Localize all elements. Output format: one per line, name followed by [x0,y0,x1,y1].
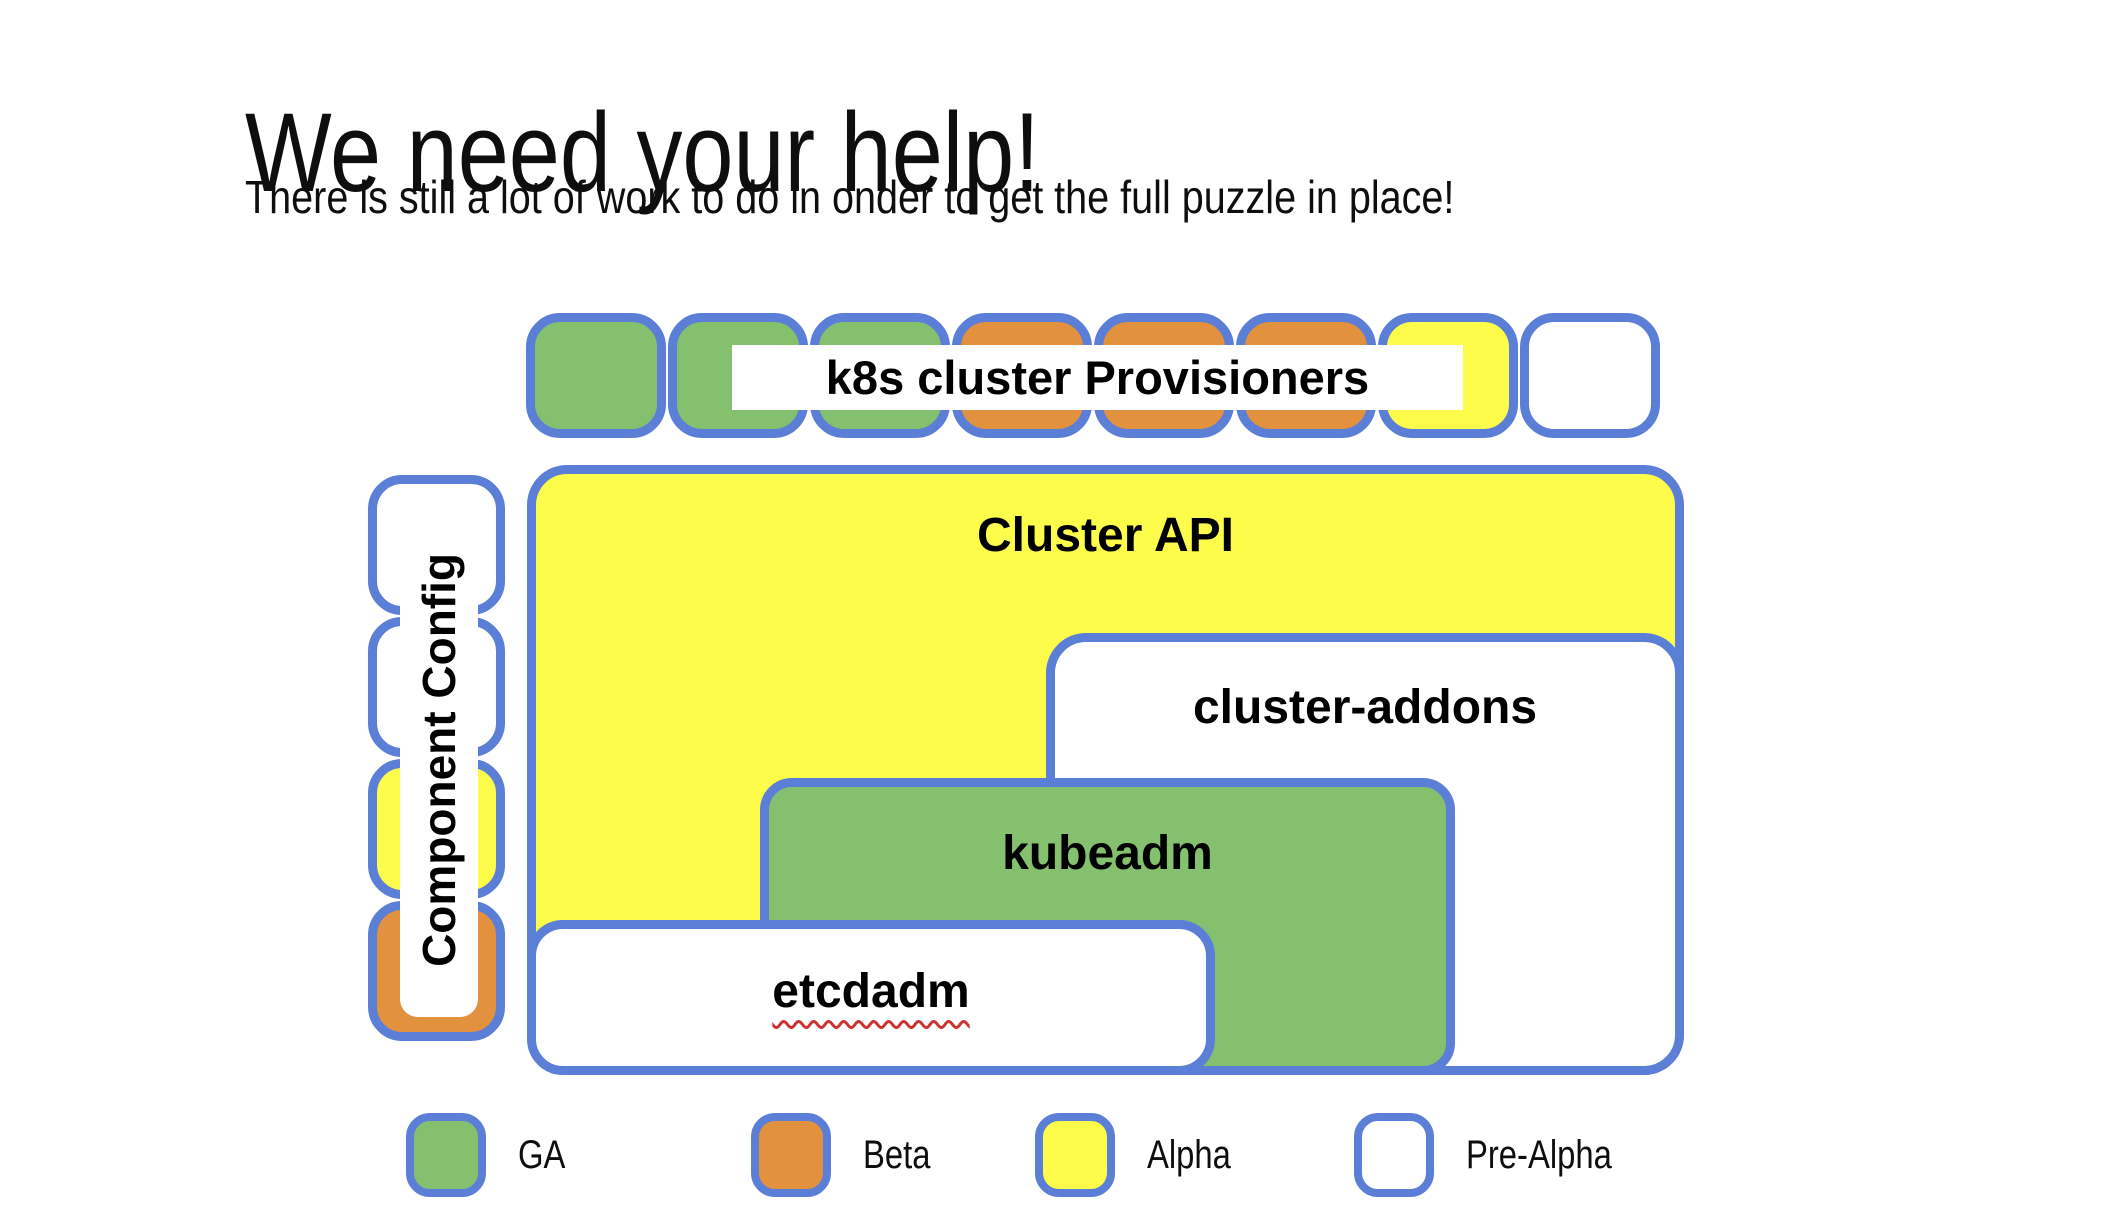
legend-item-alpha: Alpha [1035,1113,1249,1197]
provisioner-piece-pre-alpha [1520,313,1660,438]
page-title: We need your help! [245,89,1214,218]
legend-label-beta-text: Beta [863,1132,931,1177]
legend-label-prealpha-text: Pre-Alpha [1466,1132,1612,1177]
legend-label-beta: Beta [863,1133,945,1178]
subtitle-text: There is still a lot of work to do in on… [245,171,1455,223]
legend-swatch-ga [406,1113,486,1197]
legend-label-alpha-text: Alpha [1147,1132,1231,1177]
component-config-label: Component Config [400,502,478,1017]
page-title-text: We need your help! [245,90,1040,216]
cluster-addons-label: cluster-addons [1192,681,1538,734]
legend-swatch-alpha [1035,1113,1115,1197]
legend-item-prealpha: Pre-Alpha [1354,1113,1644,1197]
legend-item-ga: GA [406,1113,576,1197]
kubeadm-label: kubeadm [1002,827,1213,880]
etcdadm-label-text: etcdadm [772,965,970,1018]
etcdadm-label: etcdadm [527,965,1215,1019]
legend-item-beta: Beta [751,1113,945,1197]
subtitle: There is still a lot of work to do in on… [245,170,1651,224]
legend-label-ga: GA [518,1133,576,1178]
cluster-api-label: Cluster API [977,509,1234,562]
legend-swatch-beta [751,1113,831,1197]
legend-label-prealpha: Pre-Alpha [1466,1133,1644,1178]
legend-swatch-prealpha [1354,1113,1434,1197]
provisioners-label-text: k8s cluster Provisioners [825,351,1370,404]
component-config-label-text: Component Config [413,552,465,967]
block-etcdadm [527,920,1215,1075]
provisioner-piece-ga [526,313,666,438]
legend-label-alpha: Alpha [1147,1133,1249,1178]
legend-label-ga-text: GA [518,1132,566,1177]
provisioners-label: k8s cluster Provisioners [732,345,1463,410]
